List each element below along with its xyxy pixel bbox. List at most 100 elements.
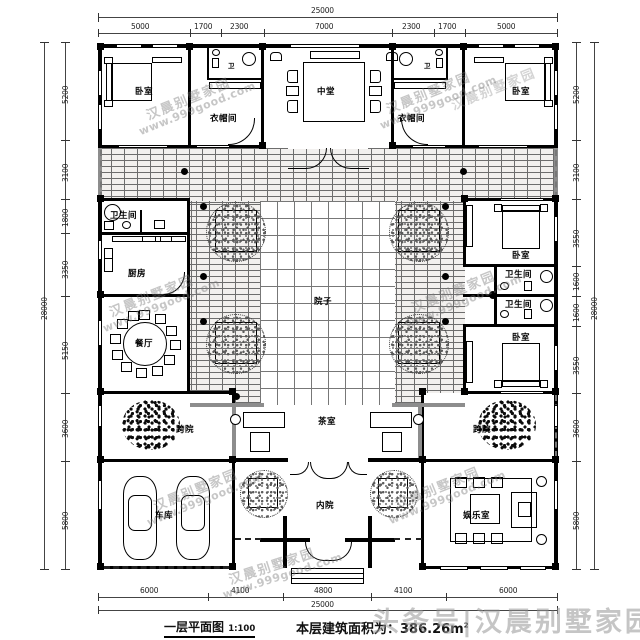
dim-left-6: 5800 [61, 511, 70, 530]
wall-south-fence-left [235, 538, 261, 542]
wall-north-inner-2 [392, 145, 558, 148]
hall-altar-table [310, 51, 360, 59]
hall-chair-r1 [370, 70, 381, 83]
window-e-5 [554, 405, 558, 427]
closet-run-ne [394, 82, 446, 89]
wall-sideyard-w-bottom [98, 459, 235, 462]
room-label-sideyard-w: 跨院 [176, 425, 195, 435]
window-n-4 [478, 44, 504, 48]
room-label-wc-ne: 卫 [424, 62, 431, 70]
column-w-2 [200, 273, 207, 280]
column-e-2 [442, 273, 449, 280]
window-n-1 [116, 44, 142, 48]
wall-gameroom-left [421, 459, 424, 569]
wall-tearoom-bottom-left [232, 458, 288, 462]
dim-total-left: 28000 [40, 297, 49, 320]
bed-e2 [502, 343, 540, 381]
room-label-cloakroom-ne: 衣帽间 [398, 114, 426, 124]
room-label-kitchen: 厨房 [128, 269, 147, 279]
bathtub-w [104, 204, 121, 221]
dim-bottom-2: 4800 [314, 586, 333, 595]
wall-gate-left-vert [283, 516, 287, 568]
nightstand-ne-2 [544, 100, 553, 107]
window-e-3 [554, 216, 558, 242]
drawing-title: 一层平面图 1:100 [164, 618, 256, 638]
room-label-bedroom-nw: 卧室 [135, 87, 154, 97]
dining-chair-9 [112, 350, 123, 360]
dim-right-5: 3550 [572, 356, 581, 375]
wall-gate-right-horiz [345, 538, 395, 542]
window-bedroom-e2-s [500, 391, 544, 394]
wardrobe-e1 [466, 205, 473, 247]
bed-e1 [502, 211, 540, 249]
dim-right-1: 3100 [572, 163, 581, 182]
bed-ne [505, 63, 545, 101]
wall-garage-fence [104, 566, 229, 571]
dim-top-6: 5000 [497, 22, 516, 31]
dim-right-6: 3600 [572, 419, 581, 438]
dim-total-top: 25000 [311, 6, 334, 15]
game-chair-2 [473, 477, 485, 488]
wall-tearoom-left [232, 405, 236, 461]
entry-steps [291, 568, 364, 584]
dining-chair-2 [155, 314, 166, 324]
pier-garage-ne [229, 456, 236, 463]
sidetable-tearoom-r [413, 414, 424, 425]
wall-kitchen-bottom [98, 294, 190, 297]
wall-bedroom-e1-left [463, 198, 466, 266]
hall-chair-r2 [370, 100, 381, 113]
pier-sideyard-e-n [419, 388, 426, 395]
divider-west-dashed [100, 150, 104, 198]
dining-chair-8 [121, 362, 132, 372]
bed-ne-headboard [545, 63, 551, 101]
kitchen-fridge [104, 248, 113, 259]
car-2-cabin [181, 495, 205, 531]
dim-top-1: 1700 [194, 22, 213, 31]
drawing-area: 本层建筑面积为：386.26m2 [296, 618, 469, 637]
shower-bath-e2 [540, 299, 553, 312]
window-s-gameroom-2 [480, 566, 508, 570]
wall-wc-nw-bottom [207, 78, 261, 80]
game-chair-4 [455, 533, 467, 544]
room-label-gameroom: 娱乐室 [463, 511, 491, 521]
dim-left-0: 5200 [61, 85, 70, 104]
window-bedroom-e1-n [500, 198, 544, 201]
car-1-cabin [128, 495, 152, 531]
shower-nw [242, 52, 256, 66]
wardrobe-ne [474, 57, 504, 63]
dim-left-1: 3100 [61, 163, 70, 182]
wall-bath-w-top [98, 198, 190, 201]
armchair-tearoom-r [382, 432, 402, 452]
pier-w-mid2 [97, 291, 104, 298]
sink-bath-e2 [500, 310, 509, 318]
pier-bnw [186, 43, 193, 50]
window-s-gameroom-1 [440, 566, 468, 570]
wardrobe-nw [152, 57, 182, 63]
opening-hall-doors [288, 144, 368, 149]
tree-sideyard-e [478, 400, 536, 450]
dining-chair-1 [139, 310, 150, 320]
pier-e-mid2 [552, 388, 559, 395]
nightstand-e1-l [494, 204, 502, 212]
wall-tearoom-top-right [392, 403, 465, 407]
wall-bath-div [463, 294, 558, 297]
pier-bedroom-e1-nw [461, 195, 468, 202]
wall-wc-ne-right [446, 46, 448, 80]
hall-sidetable-l [286, 86, 299, 96]
dim-left-2: 1800 [61, 208, 70, 227]
dim-total-bottom: 25000 [311, 600, 334, 609]
pier-e-mid5 [552, 456, 559, 463]
dim-right-3: 1600 [572, 272, 581, 291]
window-w-1 [98, 70, 102, 96]
dim-right-2: 3550 [572, 229, 581, 248]
wall-south-fence-right [394, 538, 422, 542]
dim-right-7: 5800 [572, 511, 581, 530]
wall-garage-right [232, 459, 235, 569]
column-w-1 [200, 203, 207, 210]
room-label-bath-w: 卫生间 [110, 211, 138, 221]
nightstand-nw-2 [104, 100, 113, 107]
dining-chair-11 [117, 319, 128, 329]
game-chair-6 [491, 533, 503, 544]
column-e-1 [442, 203, 449, 210]
closet-run-nw [209, 82, 261, 89]
